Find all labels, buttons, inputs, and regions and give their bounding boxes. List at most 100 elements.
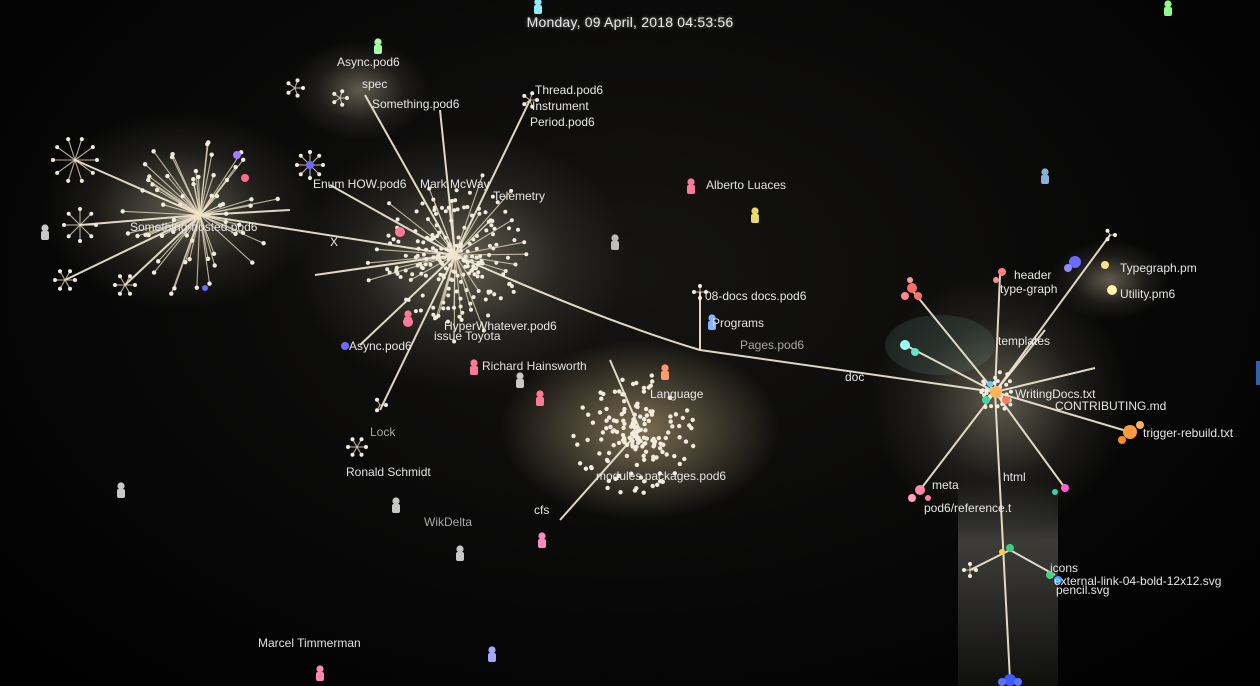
graph-node	[689, 425, 694, 431]
graph-node	[642, 479, 647, 484]
graph-node	[446, 205, 451, 210]
graph-node	[196, 174, 201, 180]
graph-node	[606, 450, 612, 456]
cluster-left-starburst	[51, 137, 325, 296]
graph-node	[656, 435, 661, 441]
graph-node	[650, 483, 655, 489]
graph-node	[95, 158, 99, 162]
graph-node	[624, 453, 630, 459]
label-big-pod6: Something-hosted.pod6	[130, 220, 258, 234]
graph-node	[649, 373, 654, 378]
graph-node	[636, 440, 641, 445]
graph-node	[622, 406, 627, 412]
graph-node	[620, 392, 625, 397]
label-utility: Utility.pm6	[1120, 287, 1175, 301]
graph-node	[454, 289, 459, 294]
graph-edge	[199, 203, 224, 216]
graph-node	[452, 208, 457, 213]
graph-node	[436, 277, 441, 282]
graph-edge	[163, 204, 201, 216]
graph-node	[516, 227, 520, 232]
graph-edge	[189, 214, 201, 260]
graph-node	[317, 153, 322, 158]
colored-file-nodes	[202, 151, 1144, 686]
graph-node	[298, 153, 303, 158]
graph-node	[169, 291, 174, 296]
avatar-icon	[456, 545, 464, 561]
graph-node	[642, 421, 647, 427]
graph-node	[420, 201, 425, 206]
avatar-icon	[1041, 168, 1049, 184]
graph-node	[604, 426, 609, 431]
graph-edge	[56, 159, 76, 174]
graph-node	[89, 211, 94, 216]
graph-node	[622, 437, 627, 443]
graph-node	[620, 377, 625, 382]
graph-edge	[74, 146, 94, 161]
graph-edge	[199, 175, 215, 216]
avatar-icon	[404, 310, 412, 326]
graph-node	[530, 104, 535, 109]
graph-node	[455, 207, 460, 212]
graph-node	[513, 262, 518, 267]
graph-edge	[170, 214, 201, 294]
graph-node	[974, 568, 978, 572]
label-something: Something.pod6	[372, 97, 460, 111]
graph-edge	[199, 214, 216, 266]
graph-node	[698, 296, 702, 300]
graph-node	[480, 173, 485, 178]
graph-node	[684, 408, 690, 413]
graph-node	[298, 172, 303, 177]
graph-node	[461, 257, 466, 262]
label-thread: Thread.pod6	[535, 83, 603, 97]
graph-node	[94, 223, 98, 227]
cluster-middle	[571, 373, 696, 495]
avatar-icon	[488, 646, 496, 662]
graph-node	[646, 418, 651, 424]
label-modules: modules packages.pod6	[596, 469, 726, 483]
graph-edge	[448, 207, 456, 256]
graph-edge	[142, 189, 201, 216]
graph-node	[193, 168, 199, 174]
graph-node	[494, 242, 499, 247]
graph-node	[332, 91, 337, 96]
label-lock: Lock	[370, 425, 396, 439]
graph-node	[340, 89, 345, 94]
graph-node	[638, 414, 643, 419]
graph-node	[90, 145, 95, 150]
graph-node	[415, 253, 420, 258]
graph-node	[599, 396, 604, 401]
graph-node	[365, 260, 370, 265]
graph-node	[428, 262, 433, 267]
graph-node	[421, 252, 426, 257]
graph-node	[340, 102, 345, 107]
graph-node	[421, 240, 426, 245]
avatar-icon	[1164, 0, 1172, 17]
graph-node	[597, 410, 603, 415]
graph-node	[677, 435, 682, 440]
graph-edge	[410, 254, 456, 281]
graph-node	[649, 412, 655, 417]
graph-node	[641, 385, 647, 391]
graph-node	[600, 430, 606, 435]
graph-edge	[153, 214, 201, 273]
graph-edge	[157, 214, 201, 262]
graph-node	[680, 415, 685, 421]
graph-node	[512, 238, 517, 243]
graph-node	[387, 201, 392, 206]
graph-node	[476, 206, 481, 211]
graph-node	[644, 436, 649, 441]
graph-node	[473, 266, 478, 271]
graph-node	[151, 149, 156, 154]
graph-node	[420, 293, 425, 298]
graph-node	[66, 234, 71, 239]
graph-node	[295, 93, 300, 98]
graph-edge	[454, 254, 485, 331]
graph-edge	[148, 176, 201, 216]
graph-node	[618, 490, 623, 495]
graph-node	[418, 308, 423, 313]
graph-node	[492, 292, 497, 297]
graph-edge	[68, 213, 81, 226]
graph-node	[613, 476, 618, 481]
